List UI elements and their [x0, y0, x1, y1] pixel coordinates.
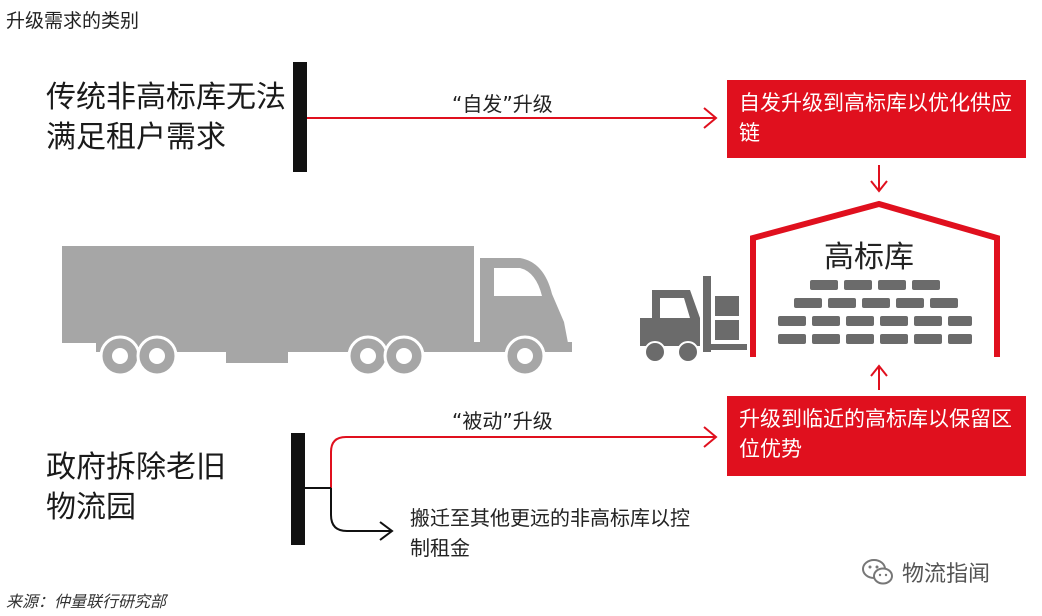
divider-bar-top	[293, 62, 307, 172]
cause-traditional-warehouse: 传统非高标库无法满足租户需求	[46, 80, 286, 155]
warehouse-icon	[750, 200, 1000, 357]
warehouse-label: 高标库	[824, 240, 914, 275]
divider-bar-bottom	[291, 433, 305, 545]
arrow-passive	[330, 426, 718, 488]
watermark: 物流指闻	[862, 556, 990, 588]
source-note: 来源：仲量联行研究部	[6, 592, 167, 611]
arrow-up-to-warehouse	[870, 364, 888, 390]
arrow-down-to-warehouse	[870, 165, 888, 193]
outcome-box-passive: 升级到临近的高标库以保留区位优势	[727, 396, 1026, 476]
label-voluntary-upgrade: “自发”升级	[452, 92, 553, 116]
arrow-relocate	[305, 487, 394, 541]
cause-government-demolition: 政府拆除老旧物流园	[46, 450, 226, 525]
label-passive-upgrade: “被动”升级	[452, 409, 553, 433]
page-title: 升级需求的类别	[6, 10, 140, 32]
watermark-text: 物流指闻	[902, 562, 991, 587]
truck-icon	[62, 246, 572, 377]
forklift-icon	[640, 276, 747, 363]
outcome-relocate: 搬迁至其他更远的非高标库以控制租金	[410, 506, 690, 560]
arrow-voluntary	[307, 107, 718, 129]
outcome-box-voluntary: 自发升级到高标库以优化供应链	[727, 80, 1026, 158]
wechat-icon	[862, 559, 893, 585]
